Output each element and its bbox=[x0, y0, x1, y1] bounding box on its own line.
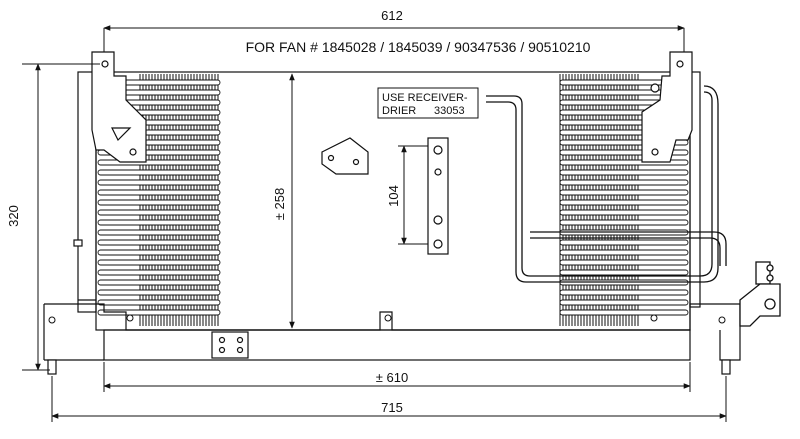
receiver-note-line1: USE RECEIVER- bbox=[382, 92, 468, 104]
receiver-note-part: 33053 bbox=[434, 105, 465, 117]
dimension-lines bbox=[22, 25, 727, 422]
dim-height: 320 bbox=[6, 205, 21, 227]
condenser-tubes bbox=[97, 79, 689, 316]
left-top-bracket bbox=[91, 51, 147, 163]
right-top-bracket bbox=[641, 51, 693, 163]
dim-core-height: ± 258 bbox=[272, 188, 287, 220]
center-bracket bbox=[321, 137, 369, 175]
dim-overall-width: 715 bbox=[381, 400, 403, 415]
receiver-mount-bar bbox=[427, 137, 449, 255]
receiver-drier-note: USE RECEIVER- DRIER 33053 bbox=[377, 87, 479, 119]
mounting-feet bbox=[47, 239, 731, 375]
refrigerant-pipes bbox=[486, 85, 781, 327]
dim-bracket-spacing: 104 bbox=[386, 185, 401, 207]
fan-compatibility-note: FOR FAN # 1845028 / 1845039 / 90347536 /… bbox=[246, 39, 591, 55]
dim-core-width: ± 610 bbox=[376, 370, 408, 385]
receiver-note-line2: DRIER bbox=[382, 105, 416, 117]
condenser-frame bbox=[43, 71, 741, 361]
rail-holes bbox=[48, 314, 726, 324]
bottom-tab bbox=[211, 331, 249, 359]
dim-top-width: 612 bbox=[381, 8, 403, 23]
